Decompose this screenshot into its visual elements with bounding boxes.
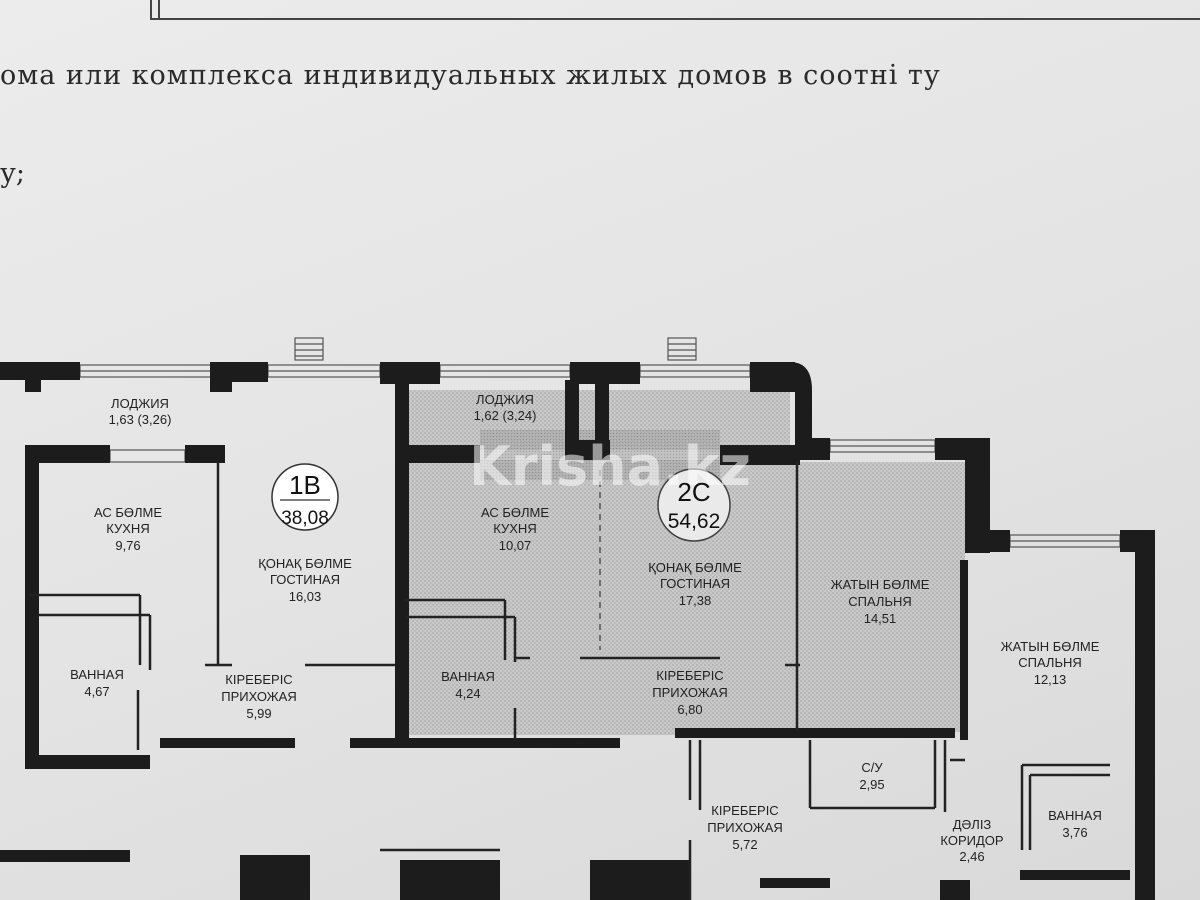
- room-name-ru: КОРИДОР: [940, 833, 1003, 848]
- room-area: 17,38: [679, 593, 712, 608]
- document-text-line-2: у;: [0, 158, 25, 189]
- room-area: 2,95: [859, 777, 884, 792]
- room-name-ru: ГОСТИНАЯ: [660, 576, 730, 591]
- top-table-divider: [158, 0, 160, 18]
- top-table-border: [150, 0, 1200, 20]
- room-area: 2,46: [959, 849, 984, 864]
- room-area: 9,76: [115, 538, 140, 553]
- partitions: [30, 462, 1110, 900]
- room-area: 5,99: [246, 706, 271, 721]
- room-name-ru: ВАННАЯ: [70, 667, 124, 682]
- document-text-line-1: ома или комплекса индивидуальных жилых д…: [0, 60, 941, 91]
- room-area: 1,63 (3,26): [109, 412, 172, 427]
- room-area: 1,62 (3,24): [474, 408, 537, 423]
- unit-area-1b: 38,08: [281, 508, 329, 529]
- room-hall-mid: КІРЕБЕРІС ПРИХОЖАЯ 6,80: [652, 668, 728, 717]
- room-bath-right: ВАННАЯ 3,76: [1048, 808, 1102, 840]
- room-corridor-right: ДӘЛІЗ КОРИДОР 2,46: [940, 817, 1003, 864]
- room-living-left: ҚОНАҚ БӨЛМЕ ГОСТИНАЯ 16,03: [258, 556, 352, 604]
- room-name-ru: ПРИХОЖАЯ: [707, 820, 783, 835]
- room-bath-mid: ВАННАЯ 4,24: [441, 669, 495, 701]
- room-name-ru: С/У: [861, 760, 883, 775]
- room-area: 6,80: [677, 702, 702, 717]
- room-name-ru: ПРИХОЖАЯ: [652, 685, 728, 700]
- room-area: 12,13: [1034, 672, 1067, 687]
- room-name: ЛОДЖИЯ: [111, 396, 169, 411]
- room-bedroom-right: ЖАТЫН БӨЛМЕ СПАЛЬНЯ 12,13: [1001, 639, 1100, 687]
- room-name-kz: ЖАТЫН БӨЛМЕ: [1001, 639, 1100, 654]
- apartment-2c-shading: [405, 390, 965, 735]
- room-name-kz: ЖАТЫН БӨЛМЕ: [831, 577, 930, 592]
- room-name: ЛОДЖИЯ: [476, 392, 534, 407]
- room-name-kz: ҚОНАҚ БӨЛМЕ: [258, 556, 352, 571]
- room-name-ru: КУХНЯ: [493, 521, 536, 536]
- unit-code-2c: 2С: [677, 477, 710, 507]
- room-name-ru: ВАННАЯ: [1048, 808, 1102, 823]
- room-loggia-mid: ЛОДЖИЯ 1,62 (3,24): [474, 392, 537, 423]
- room-name-ru: СПАЛЬНЯ: [848, 594, 912, 609]
- room-bedroom-mid: ЖАТЫН БӨЛМЕ СПАЛЬНЯ 14,51: [831, 577, 930, 626]
- room-living-mid: ҚОНАҚ БӨЛМЕ ГОСТИНАЯ 17,38: [648, 560, 742, 608]
- room-name-ru: ГОСТИНАЯ: [270, 572, 340, 587]
- room-area: 16,03: [289, 589, 322, 604]
- room-name-kz: ДӘЛІЗ: [953, 817, 992, 832]
- room-name-ru: ВАННАЯ: [441, 669, 495, 684]
- room-area: 5,72: [732, 837, 757, 852]
- room-kitchen-left: АС БӨЛМЕ КУХНЯ 9,76: [94, 505, 162, 553]
- room-hall-left: КІРЕБЕРІС ПРИХОЖАЯ 5,99: [221, 672, 297, 721]
- unit-badge-2c: [657, 468, 731, 542]
- room-bath-left: ВАННАЯ 4,67: [70, 667, 124, 699]
- room-name-ru: ПРИХОЖАЯ: [221, 689, 297, 704]
- room-name-kz: АС БӨЛМЕ: [94, 505, 162, 520]
- room-kitchen-mid: АС БӨЛМЕ КУХНЯ 10,07: [481, 505, 549, 553]
- room-name-kz: КІРЕБЕРІС: [225, 672, 292, 687]
- room-area: 4,67: [84, 684, 109, 699]
- structural-walls: [0, 362, 1155, 900]
- room-name-kz: КІРЕБЕРІС: [711, 803, 778, 818]
- room-area: 10,07: [499, 538, 532, 553]
- unit-area-2c: 54,62: [668, 510, 721, 533]
- room-area: 4,24: [455, 686, 480, 701]
- room-name-kz: КІРЕБЕРІС: [656, 668, 723, 683]
- room-name-ru: КУХНЯ: [106, 521, 149, 536]
- room-name-ru: СПАЛЬНЯ: [1018, 655, 1082, 670]
- room-loggia-left: ЛОДЖИЯ 1,63 (3,26): [109, 396, 172, 427]
- unit-code-1b: 1В: [289, 470, 321, 500]
- watermark: Krisha.kz: [469, 435, 751, 498]
- room-wc-right: С/У 2,95: [859, 760, 884, 792]
- room-area: 14,51: [864, 611, 897, 626]
- room-area: 3,76: [1062, 825, 1087, 840]
- unit-badge-1b: [271, 463, 339, 531]
- room-name-kz: АС БӨЛМЕ: [481, 505, 549, 520]
- room-name-kz: ҚОНАҚ БӨЛМЕ: [648, 560, 742, 575]
- room-hall-lower: КІРЕБЕРІС ПРИХОЖАЯ 5,72: [707, 803, 783, 852]
